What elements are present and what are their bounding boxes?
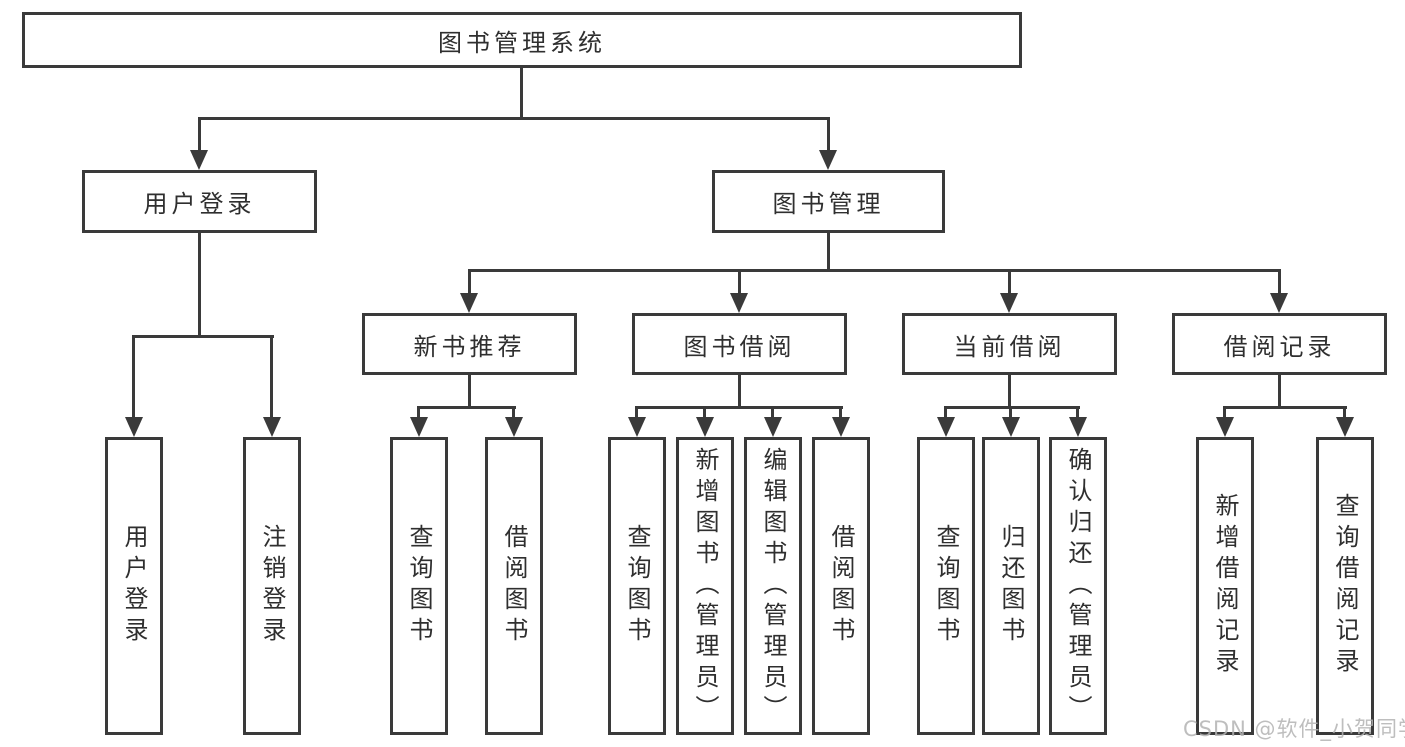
arrowhead-down-icon: [1270, 293, 1288, 313]
node-new-book-recommend: 新书推荐: [362, 313, 577, 375]
leaf-label: 查询图书: [623, 524, 651, 648]
connector-drop: [198, 117, 201, 150]
leaf-query-books-3: 查询图书: [917, 437, 975, 735]
leaf-query-books-1: 查询图书: [390, 437, 448, 735]
arrowhead-down-icon: [730, 293, 748, 313]
node-label: 图书管理系统: [438, 28, 606, 57]
connector-drop: [468, 269, 471, 293]
arrowhead-down-icon: [628, 417, 646, 437]
leaf-label: 新增借阅记录: [1211, 493, 1239, 679]
arrowhead-down-icon: [937, 417, 955, 437]
arrowhead-down-icon: [1336, 417, 1354, 437]
connector-bookborrow-stem: [738, 375, 741, 408]
arrowhead-down-icon: [764, 417, 782, 437]
node-user-login: 用户登录: [82, 170, 317, 233]
connector-bookborrow-rail: [635, 406, 843, 409]
leaf-label: 确认归还（管理员）: [1064, 446, 1092, 726]
arrowhead-down-icon: [1002, 417, 1020, 437]
leaf-label: 借阅图书: [827, 524, 855, 648]
connector-drop: [270, 335, 273, 417]
connector-drop: [703, 406, 706, 417]
connector-drop: [512, 406, 515, 417]
connector-drop: [132, 335, 135, 417]
connector-drop: [1343, 406, 1346, 417]
leaf-query-books-2: 查询图书: [608, 437, 666, 735]
arrowhead-down-icon: [505, 417, 523, 437]
leaf-label: 编辑图书（管理员）: [759, 446, 787, 726]
leaf-confirm-return-admin: 确认归还（管理员）: [1049, 437, 1107, 735]
leaf-borrow-books-1: 借阅图书: [485, 437, 543, 735]
connector-drop: [771, 406, 774, 417]
connector-borrowrecords-rail: [1223, 406, 1347, 409]
arrowhead-down-icon: [832, 417, 850, 437]
connector-newbooks-stem: [468, 375, 471, 408]
connector-level3-rail: [468, 269, 1281, 272]
connector-drop: [1008, 269, 1011, 293]
leaf-label: 借阅图书: [500, 524, 528, 648]
leaf-query-borrow-record: 查询借阅记录: [1316, 437, 1374, 735]
node-current-borrow: 当前借阅: [902, 313, 1117, 375]
connector-bookmgmt-stem: [827, 233, 830, 271]
arrowhead-down-icon: [1216, 417, 1234, 437]
leaf-label: 用户登录: [120, 524, 148, 648]
leaf-label: 查询借阅记录: [1331, 493, 1359, 679]
connector-drop: [827, 117, 830, 150]
connector-drop: [839, 406, 842, 417]
leaf-borrow-books-2: 借阅图书: [812, 437, 870, 735]
node-borrow-records: 借阅记录: [1172, 313, 1387, 375]
leaf-label: 新增图书（管理员）: [691, 446, 719, 726]
connector-userlogin-rail: [132, 335, 274, 338]
connector-newbooks-rail: [417, 406, 516, 409]
leaf-return-books: 归还图书: [982, 437, 1040, 735]
connector-drop: [1009, 406, 1012, 417]
connector-drop: [944, 406, 947, 417]
connector-drop: [635, 406, 638, 417]
arrowhead-down-icon: [1069, 417, 1087, 437]
connector-userlogin-stem: [198, 233, 201, 337]
node-label: 用户登录: [143, 190, 256, 218]
connector-drop: [1076, 406, 1079, 417]
arrowhead-down-icon: [410, 417, 428, 437]
node-label: 新书推荐: [413, 332, 526, 361]
arrowhead-down-icon: [263, 417, 281, 437]
node-book-borrow: 图书借阅: [632, 313, 847, 375]
leaf-add-books-admin: 新增图书（管理员）: [676, 437, 734, 735]
leaf-user-login: 用户登录: [105, 437, 163, 735]
node-label: 图书管理: [772, 190, 885, 218]
node-label: 图书借阅: [683, 332, 796, 361]
connector-root-stem: [520, 68, 523, 120]
arrowhead-down-icon: [1000, 293, 1018, 313]
leaf-label: 查询图书: [405, 524, 433, 648]
csdn-watermark: CSDN @软件_小贺同学: [1183, 717, 1405, 741]
arrowhead-down-icon: [190, 150, 208, 170]
connector-currentborrow-rail: [944, 406, 1080, 409]
arrowhead-down-icon: [819, 150, 837, 170]
connector-drop: [1223, 406, 1226, 417]
leaf-label: 归还图书: [997, 524, 1025, 648]
leaf-logout: 注销登录: [243, 437, 301, 735]
leaf-label: 注销登录: [258, 524, 286, 648]
leaf-edit-books-admin: 编辑图书（管理员）: [744, 437, 802, 735]
connector-drop: [738, 269, 741, 293]
connector-level2-rail: [198, 117, 830, 120]
connector-currentborrow-stem: [1008, 375, 1011, 408]
leaf-label: 查询图书: [932, 524, 960, 648]
node-label: 当前借阅: [953, 332, 1066, 361]
leaf-add-borrow-record: 新增借阅记录: [1196, 437, 1254, 735]
arrowhead-down-icon: [696, 417, 714, 437]
arrowhead-down-icon: [460, 293, 478, 313]
node-root: 图书管理系统: [22, 12, 1022, 68]
node-book-management: 图书管理: [712, 170, 945, 233]
arrowhead-down-icon: [125, 417, 143, 437]
node-label: 借阅记录: [1223, 332, 1336, 361]
connector-borrowrecords-stem: [1278, 375, 1281, 408]
connector-drop: [1278, 269, 1281, 293]
connector-drop: [417, 406, 420, 417]
